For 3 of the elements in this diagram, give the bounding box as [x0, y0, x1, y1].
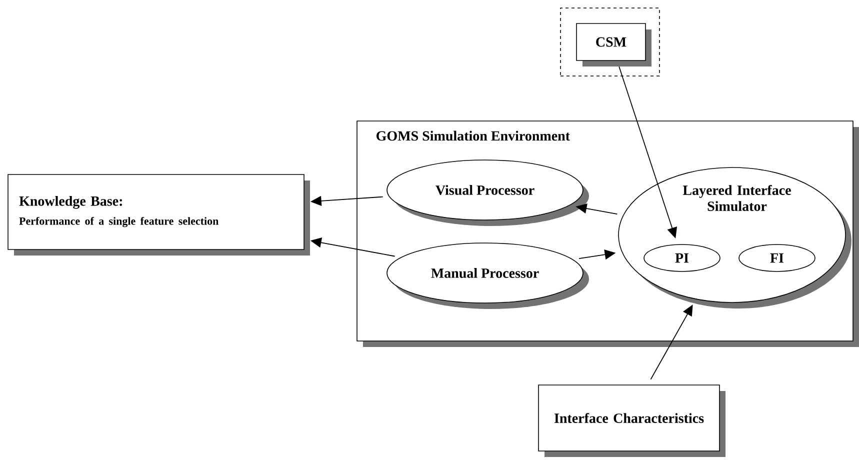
process-box: CSM — [576, 23, 652, 66]
process-box: Knowledge Base: Performance of a single feature selection — [8, 174, 310, 256]
process-box: Interface Characteristics — [538, 384, 726, 457]
